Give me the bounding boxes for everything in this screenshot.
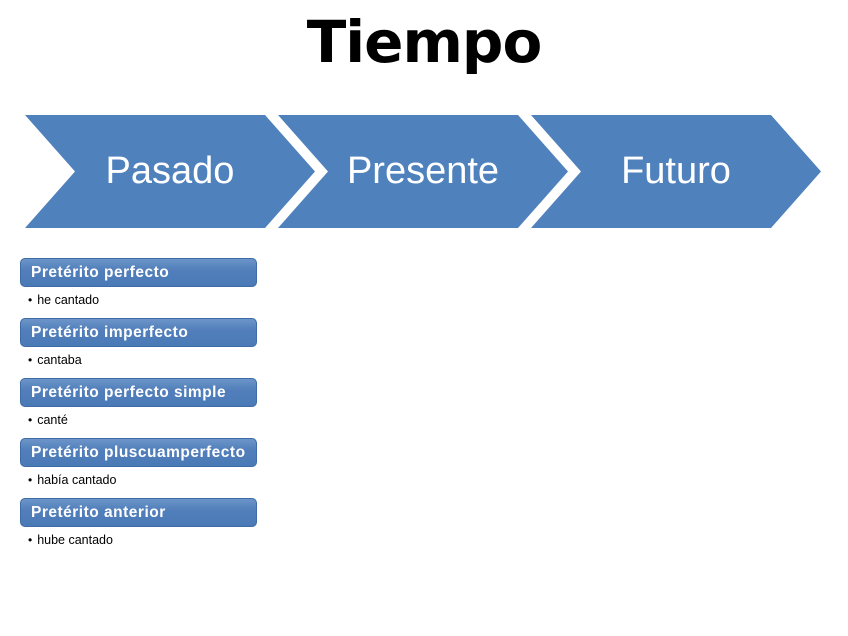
tense-example: • he cantado	[28, 293, 340, 307]
example-text: canté	[37, 413, 68, 427]
tense-example: • hube cantado	[28, 533, 340, 547]
example-text: hube cantado	[37, 533, 113, 547]
tense-name: Pretérito imperfecto	[31, 323, 189, 341]
tense-example: • canté	[28, 413, 340, 427]
bullet-marker: •	[28, 473, 33, 487]
example-text: cantaba	[37, 353, 82, 367]
tense-item-preterito-perfecto-simple: Pretérito perfecto simple • canté	[20, 378, 340, 427]
tense-list: Pretérito perfecto • he cantado Pretérito…	[20, 258, 340, 558]
tense-item-preterito-imperfecto: Pretérito imperfecto • cantaba	[20, 318, 340, 367]
chevron-presente: Presente	[278, 115, 568, 228]
timeline-chevron-row: Pasado Presente Futuro	[25, 115, 821, 228]
tense-bar: Pretérito perfecto	[20, 258, 257, 287]
bullet-marker: •	[28, 293, 33, 307]
tense-item-preterito-pluscuamperfecto: Pretérito pluscuamperfecto • había cantad…	[20, 438, 340, 487]
tense-bar: Pretérito imperfecto	[20, 318, 257, 347]
tense-example: • cantaba	[28, 353, 340, 367]
tense-name: Pretérito perfecto simple	[31, 383, 227, 401]
chevron-pasado-label: Pasado	[105, 150, 235, 192]
chevron-futuro-label: Futuro	[621, 150, 731, 192]
bullet-marker: •	[28, 353, 33, 367]
chevron-pasado: Pasado	[25, 115, 315, 228]
tense-bar: Pretérito pluscuamperfecto	[20, 438, 257, 467]
tense-name: Pretérito pluscuamperfecto	[31, 443, 246, 461]
bullet-marker: •	[28, 533, 33, 547]
tense-name: Pretérito perfecto	[31, 263, 170, 281]
tense-example: • había cantado	[28, 473, 340, 487]
bullet-marker: •	[28, 413, 33, 427]
example-text: he cantado	[37, 293, 100, 307]
chevron-futuro: Futuro	[531, 115, 821, 228]
tense-name: Pretérito anterior	[31, 503, 166, 521]
page-title: Tiempo	[306, 8, 543, 76]
example-text: había cantado	[37, 473, 117, 487]
tense-bar: Pretérito perfecto simple	[20, 378, 257, 407]
tense-bar: Pretérito anterior	[20, 498, 257, 527]
tense-item-preterito-perfecto: Pretérito perfecto • he cantado	[20, 258, 340, 307]
tense-item-preterito-anterior: Pretérito anterior • hube cantado	[20, 498, 340, 547]
chevron-presente-label: Presente	[346, 150, 500, 192]
